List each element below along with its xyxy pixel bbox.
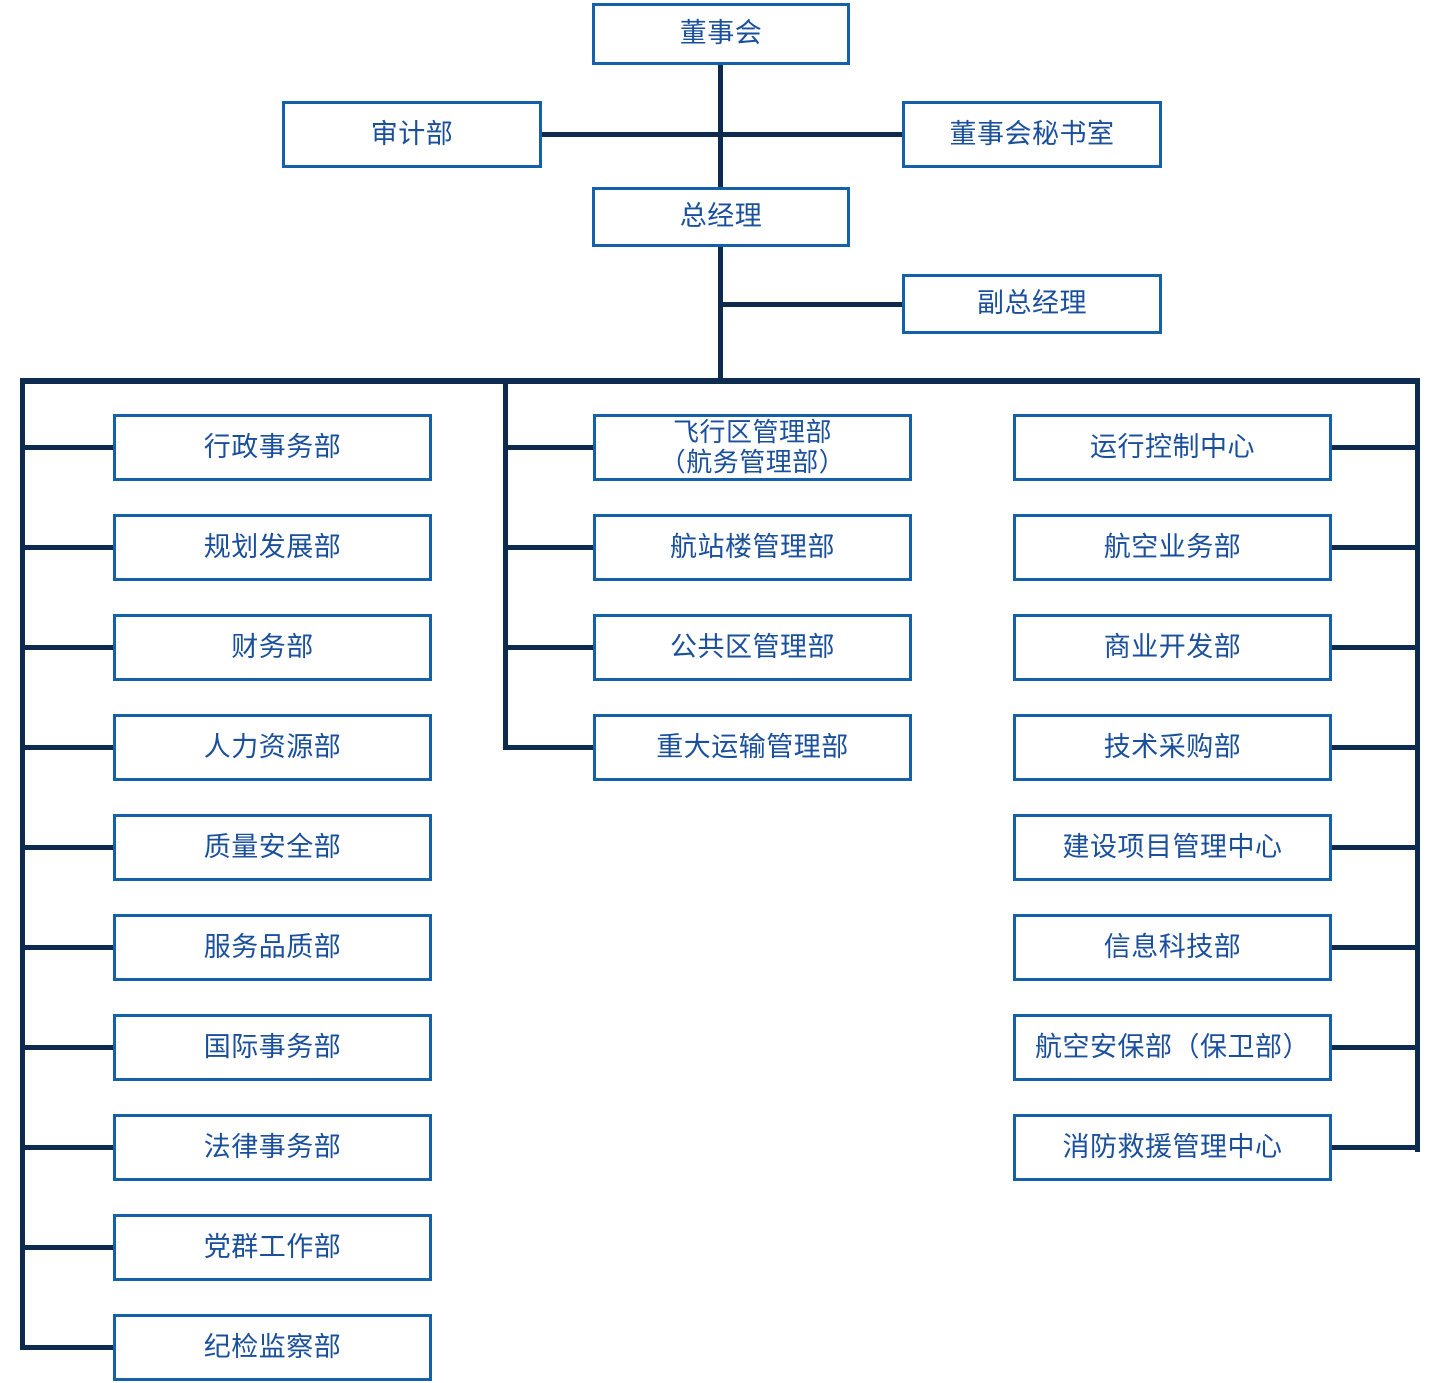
left-column-spine	[20, 378, 25, 1350]
connector-trunk-to-secretariat	[720, 132, 904, 137]
connector-right-5	[1330, 845, 1418, 850]
connector-right-1	[1330, 445, 1418, 450]
connector-left-8	[22, 1145, 115, 1150]
node-middle-3[interactable]: 公共区管理部	[593, 614, 912, 681]
connector-left-5	[22, 845, 115, 850]
connector-left-4	[22, 745, 115, 750]
node-right-1[interactable]: 运行控制中心	[1013, 414, 1332, 481]
node-right-7[interactable]: 航空安保部（保卫部）	[1013, 1014, 1332, 1081]
connector-left-1	[22, 445, 115, 450]
connector-trunk-to-deputy-gm	[720, 302, 904, 307]
node-audit-department[interactable]: 审计部	[282, 101, 542, 168]
connector-left-10	[22, 1345, 115, 1350]
connector-right-2	[1330, 545, 1418, 550]
node-left-3[interactable]: 财务部	[113, 614, 432, 681]
connector-middle-1	[505, 445, 595, 450]
node-left-6[interactable]: 服务品质部	[113, 914, 432, 981]
node-right-8[interactable]: 消防救援管理中心	[1013, 1114, 1332, 1181]
connector-board-to-gm	[718, 63, 723, 187]
connector-left-2	[22, 545, 115, 550]
connector-left-6	[22, 945, 115, 950]
connector-right-4	[1330, 745, 1418, 750]
node-board-secretariat[interactable]: 董事会秘书室	[902, 101, 1162, 168]
node-right-4[interactable]: 技术采购部	[1013, 714, 1332, 781]
connector-right-7	[1330, 1045, 1418, 1050]
node-right-3[interactable]: 商业开发部	[1013, 614, 1332, 681]
connector-middle-2	[505, 545, 595, 550]
node-left-9[interactable]: 党群工作部	[113, 1214, 432, 1281]
node-right-6[interactable]: 信息科技部	[1013, 914, 1332, 981]
node-left-8[interactable]: 法律事务部	[113, 1114, 432, 1181]
node-left-2[interactable]: 规划发展部	[113, 514, 432, 581]
connector-middle-3	[505, 645, 595, 650]
node-left-10[interactable]: 纪检监察部	[113, 1314, 432, 1381]
node-left-7[interactable]: 国际事务部	[113, 1014, 432, 1081]
node-middle-4[interactable]: 重大运输管理部	[593, 714, 912, 781]
middle-column-spine	[503, 378, 508, 750]
node-board[interactable]: 董事会	[592, 3, 850, 65]
connector-audit-to-trunk	[540, 132, 722, 137]
connector-gm-to-bus	[718, 245, 723, 381]
connector-middle-4	[505, 745, 595, 750]
node-left-5[interactable]: 质量安全部	[113, 814, 432, 881]
connector-right-6	[1330, 945, 1418, 950]
right-column-spine	[1415, 378, 1420, 1152]
connector-left-9	[22, 1245, 115, 1250]
main-horizontal-bus	[20, 378, 1420, 384]
node-deputy-general-manager[interactable]: 副总经理	[902, 274, 1162, 334]
node-left-4[interactable]: 人力资源部	[113, 714, 432, 781]
node-middle-1[interactable]: 飞行区管理部 （航务管理部）	[593, 414, 912, 481]
node-middle-2[interactable]: 航站楼管理部	[593, 514, 912, 581]
connector-left-7	[22, 1045, 115, 1050]
node-right-5[interactable]: 建设项目管理中心	[1013, 814, 1332, 881]
node-left-1[interactable]: 行政事务部	[113, 414, 432, 481]
connector-left-3	[22, 645, 115, 650]
connector-right-8	[1330, 1145, 1418, 1150]
connector-right-3	[1330, 645, 1418, 650]
node-general-manager[interactable]: 总经理	[592, 187, 850, 247]
node-right-2[interactable]: 航空业务部	[1013, 514, 1332, 581]
